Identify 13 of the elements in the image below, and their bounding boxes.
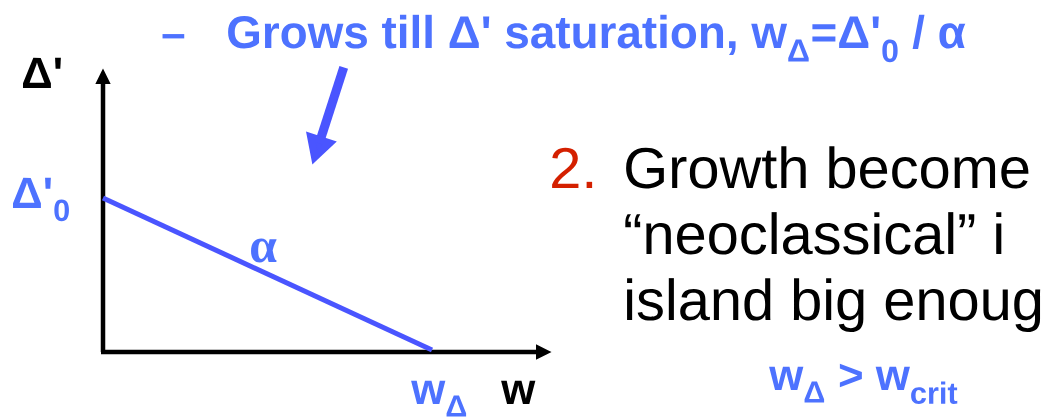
- body-text: “neoclassical” i: [625, 212, 1002, 255]
- bullet-dash: –: [162, 34, 185, 39]
- axis-label: Δ': [23, 57, 61, 88]
- axis-value-label: Δ'$_{0}$: [13, 177, 69, 222]
- condition-text: w$_{Δ}$ > w$_{crit}$: [769, 363, 958, 404]
- body-text: Growth become: [626, 146, 1029, 189]
- heading-text: Grows till Δ' saturation, w$_{Δ}$=Δ'$_{0}$ / α: [228, 14, 966, 63]
- axis-label: w: [501, 380, 536, 404]
- list-number: 2.: [552, 147, 593, 188]
- slope-line-drawing: [101, 195, 434, 353]
- axis-value-label: w$_{Δ}$: [411, 380, 467, 417]
- slope-label: α: [251, 238, 277, 263]
- body-text: island big enoug: [627, 278, 1041, 332]
